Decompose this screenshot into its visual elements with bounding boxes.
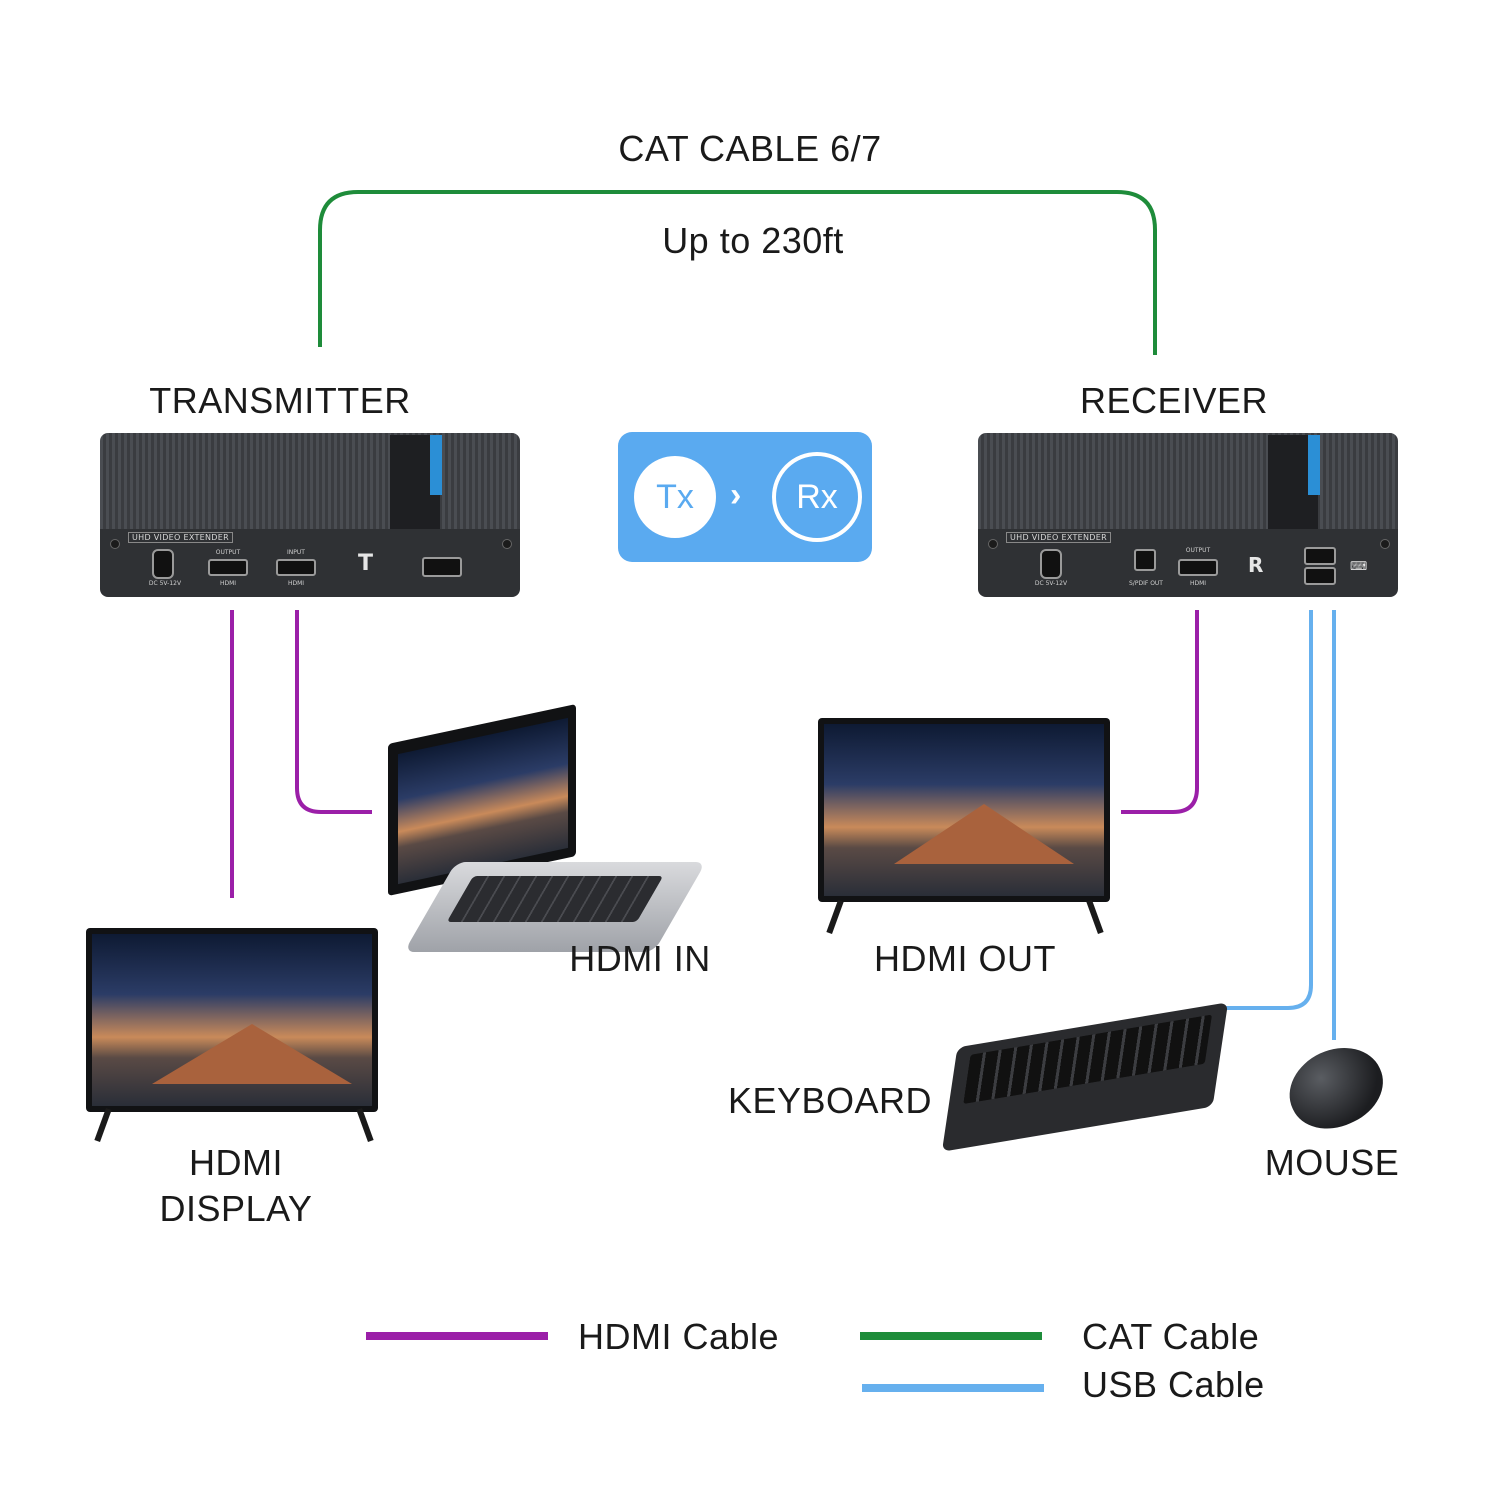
receiver-badge-stripe <box>1308 435 1320 495</box>
transmitter-mark: T <box>358 551 374 576</box>
transmitter-label: TRANSMITTER <box>149 380 411 421</box>
receiver-output-caption-bottom: HDMI <box>1189 580 1207 587</box>
transmitter-dc-caption: DC 5V-12V <box>148 580 182 587</box>
chevron-right-icon: › <box>730 476 742 514</box>
transmitter-top-panel <box>100 433 520 533</box>
keyboard-mouse-icon: ⌨ <box>1350 559 1368 573</box>
hdmi-display-label-line2: DISPLAY <box>159 1188 313 1229</box>
legend-usb-label: USB Cable <box>1082 1364 1265 1405</box>
cat-cable-label: CAT CABLE 6/7 <box>618 128 882 169</box>
receiver-usb-port-bottom <box>1304 567 1336 585</box>
transmitter-output-caption-bottom: HDMI <box>219 580 237 587</box>
receiver-dc-caption: DC 5V-12V <box>1034 580 1068 587</box>
transmitter-input-caption-top: INPUT <box>287 549 305 556</box>
transmitter-input-caption-bottom: HDMI <box>287 580 305 587</box>
mountain-shape <box>152 1024 352 1084</box>
transmitter-output-caption-top: OUTPUT <box>215 549 241 556</box>
tx-circle: Tx <box>634 456 716 538</box>
distance-label: Up to 230ft <box>662 220 844 261</box>
tx-rx-badge: Tx › Rx <box>618 432 872 562</box>
receiver-output-caption-top: OUTPUT <box>1185 547 1211 554</box>
transmitter-badge-stripe <box>430 435 442 495</box>
screw <box>502 539 512 549</box>
legend-cat-label: CAT Cable <box>1082 1316 1260 1357</box>
mountain-shape <box>894 804 1074 864</box>
screw <box>110 539 120 549</box>
screw <box>988 539 998 549</box>
receiver-usb-port-top <box>1304 547 1336 565</box>
tv-out-screen <box>824 724 1104 896</box>
receiver-spdif-caption: S/PDIF OUT <box>1129 580 1163 587</box>
hdmi-out-label: HDMI OUT <box>874 938 1056 979</box>
screw <box>1380 539 1390 549</box>
transmitter-front-title: UHD VIDEO EXTENDER <box>128 532 233 543</box>
transmitter-device: UHD VIDEO EXTENDER DC 5V-12V OUTPUT HDMI… <box>100 433 520 598</box>
legend-usb-swatch <box>862 1384 1044 1392</box>
transmitter-dc-port <box>152 549 174 579</box>
usb-icon <box>422 557 462 577</box>
receiver-hdmi-output-port <box>1178 559 1218 576</box>
receiver-device: UHD VIDEO EXTENDER DC 5V-12V S/PDIF OUT … <box>978 433 1398 598</box>
usb-cable-to-keyboard <box>1216 610 1313 1010</box>
tv-display-screen <box>92 934 372 1106</box>
hdmi-cable-to-tv <box>1121 610 1199 814</box>
receiver-dc-port <box>1040 549 1062 579</box>
cat-cable-line <box>318 190 1157 355</box>
receiver-label: RECEIVER <box>1079 380 1269 421</box>
mouse-label: MOUSE <box>1264 1142 1400 1183</box>
keyboard-label: KEYBOARD <box>727 1080 933 1121</box>
transmitter-hdmi-input-port <box>276 559 316 576</box>
hdmi-in-label: HDMI IN <box>569 938 711 979</box>
hdmi-cable-to-laptop <box>295 610 372 814</box>
legend-hdmi-swatch <box>366 1332 548 1340</box>
receiver-mark: R <box>1248 553 1264 577</box>
receiver-top-panel <box>978 433 1398 533</box>
rx-circle: Rx <box>772 452 862 542</box>
legend-cat-swatch <box>860 1332 1042 1340</box>
receiver-spdif-port <box>1134 549 1156 571</box>
hdmi-display-label-line1: HDMI <box>189 1142 283 1183</box>
laptop-keyboard <box>446 876 664 922</box>
legend-hdmi-label: HDMI Cable <box>578 1316 780 1357</box>
receiver-front-title: UHD VIDEO EXTENDER <box>1006 532 1111 543</box>
transmitter-hdmi-output-port <box>208 559 248 576</box>
